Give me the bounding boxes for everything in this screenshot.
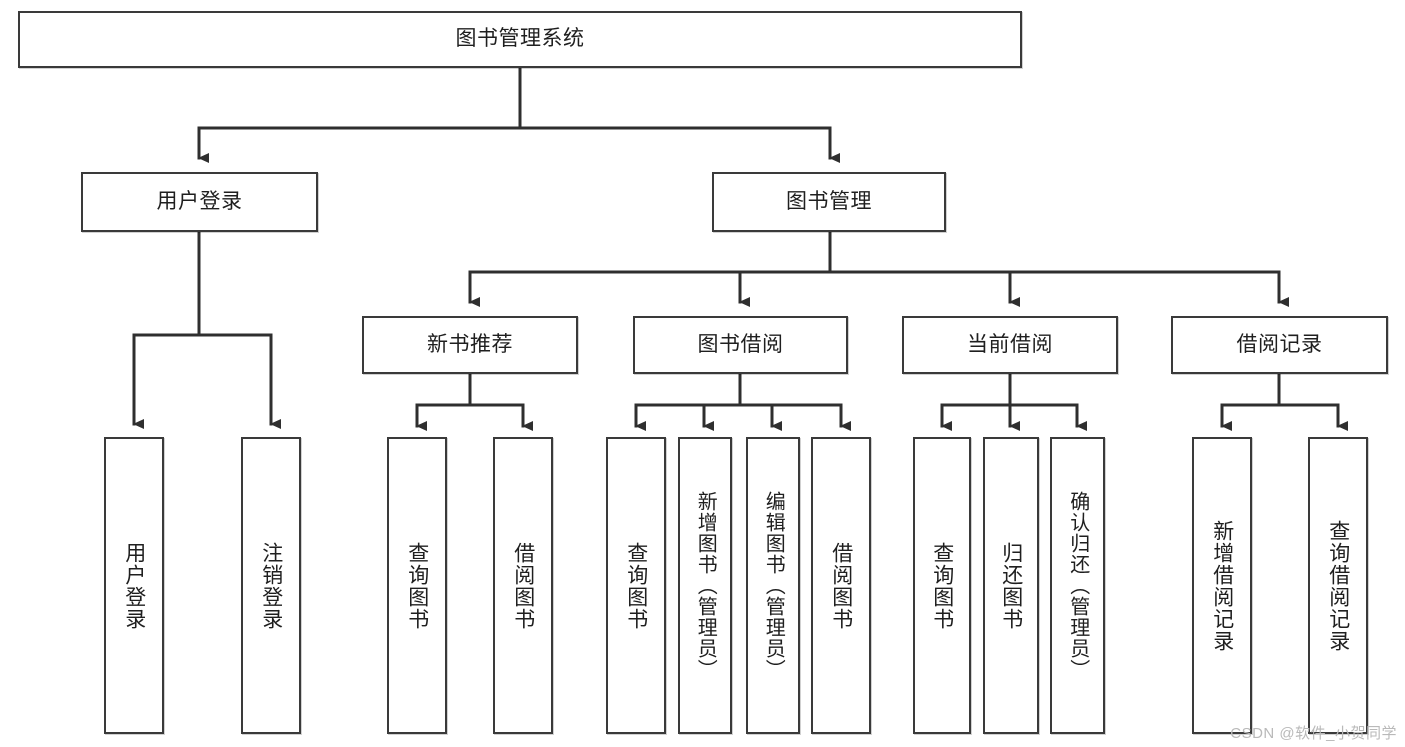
node-book-management[interactable]: 图书管理 (712, 172, 946, 232)
node-label: 借阅图书 (511, 541, 535, 630)
node-label: 用户登录 (156, 189, 243, 213)
leaf-book-borrow-query-book[interactable]: 查询图书 (606, 437, 666, 734)
node-current-borrow[interactable]: 当前借阅 (902, 316, 1118, 374)
leaf-current-borrow-confirm-return-admin[interactable]: 确认归还（管理员） (1050, 437, 1105, 734)
node-label: 查询借阅记录 (1326, 519, 1350, 652)
leaf-book-borrow-add-book-admin[interactable]: 新增图书（管理员） (678, 437, 732, 734)
csdn-watermark: CSDN @软件_小贺同学 (1230, 725, 1397, 742)
leaf-user-login-login[interactable]: 用户登录 (104, 437, 164, 734)
leaf-book-borrow-borrow-book[interactable]: 借阅图书 (811, 437, 871, 734)
leaf-current-borrow-query-book[interactable]: 查询图书 (913, 437, 971, 734)
node-label: 新书推荐 (427, 332, 513, 356)
node-label: 注销登录 (259, 541, 283, 630)
leaf-new-book-query-book[interactable]: 查询图书 (387, 437, 447, 734)
node-label: 图书管理 (786, 189, 872, 213)
node-label: 归还图书 (999, 541, 1023, 630)
leaf-borrow-record-add-record[interactable]: 新增借阅记录 (1192, 437, 1252, 734)
leaf-new-book-borrow-book[interactable]: 借阅图书 (493, 437, 553, 734)
node-label: 借阅图书 (829, 541, 853, 630)
node-label: 编辑图书（管理员） (762, 491, 785, 680)
node-label: 新增借阅记录 (1210, 519, 1234, 652)
node-label: 查询图书 (624, 541, 648, 630)
node-label: 当前借阅 (967, 332, 1053, 356)
leaf-current-borrow-return-book[interactable]: 归还图书 (983, 437, 1039, 734)
node-label: 用户登录 (122, 541, 146, 630)
node-root-book-management-system[interactable]: 图书管理系统 (18, 11, 1022, 68)
node-label: 查询图书 (405, 541, 429, 630)
node-label: 图书借阅 (697, 332, 784, 356)
node-label: 查询图书 (930, 541, 954, 630)
leaf-user-login-logout[interactable]: 注销登录 (241, 437, 301, 734)
node-label: 确认归还（管理员） (1066, 491, 1089, 680)
node-label: 图书管理系统 (455, 27, 585, 51)
node-user-login[interactable]: 用户登录 (81, 172, 318, 232)
node-label: 借阅记录 (1236, 332, 1323, 356)
leaf-book-borrow-edit-book-admin[interactable]: 编辑图书（管理员） (746, 437, 800, 734)
node-label: 新增图书（管理员） (694, 491, 717, 680)
node-book-borrow[interactable]: 图书借阅 (633, 316, 848, 374)
node-borrow-record[interactable]: 借阅记录 (1171, 316, 1388, 374)
node-new-book-recommend[interactable]: 新书推荐 (362, 316, 578, 374)
leaf-borrow-record-query-record[interactable]: 查询借阅记录 (1308, 437, 1368, 734)
